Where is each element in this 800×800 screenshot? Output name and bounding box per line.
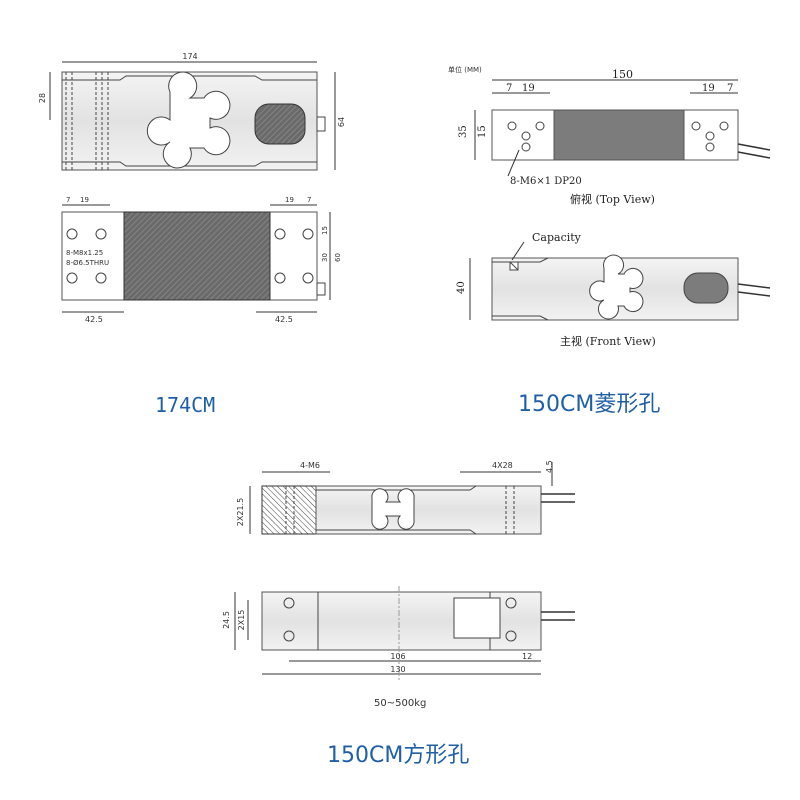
drawing-150-diamond-front-view	[469, 241, 771, 321]
drawing-150-square-top-view	[234, 586, 575, 680]
dim-150s-span: 106	[390, 652, 405, 661]
dim-150s-inner-width: 2X15	[237, 610, 246, 631]
dim-150d-pitch-a-left: 7	[506, 83, 512, 94]
dim-174-outer-width: 60	[334, 253, 342, 262]
drawing-150-diamond-top-view	[474, 79, 771, 177]
drawing-174-top-view	[61, 204, 331, 313]
dim-174-width: 64	[337, 117, 346, 127]
note-174-thread: 8-M8x1.25	[66, 249, 103, 257]
dim-174-pitch-a-right: 7	[307, 196, 311, 204]
drawing-174-front-view	[49, 61, 336, 171]
dim-150d-pitch-a-right: 7	[727, 83, 733, 94]
dim-150s-edge: 12	[522, 652, 532, 661]
note-150s-thread: 4-M6	[300, 461, 320, 470]
dim-150d-edge: 15	[477, 125, 488, 138]
dim-150s-offset: 4.5	[545, 460, 554, 473]
dim-174-span-right: 42.5	[275, 315, 293, 324]
note-150s-slot: 4X28	[492, 461, 513, 470]
dim-150d-pitch-b-left: 19	[522, 83, 535, 94]
dim-150s-length: 130	[390, 665, 405, 674]
note-174-hole: 8-Ø6.5THRU	[66, 259, 109, 267]
label-150s-range: 50~500kg	[374, 698, 426, 709]
dim-174-height: 28	[38, 93, 47, 103]
dim-174-length: 174	[182, 52, 197, 61]
dim-150d-length: 150	[612, 68, 633, 81]
caption-174cm: 174CM	[155, 393, 216, 417]
caption-150cm-square: 150CM方形孔	[327, 743, 470, 768]
dim-150d-width: 35	[458, 125, 469, 138]
dim-174-edge: 15	[321, 226, 329, 235]
dim-150d-unit-label: 单位 (MM)	[448, 65, 482, 74]
dim-174-inner-width: 30	[321, 253, 329, 262]
dim-150s-width: 24.5	[222, 611, 231, 629]
label-150d-capacity: Capacity	[532, 231, 582, 244]
dim-174-pitch-b-right: 19	[285, 196, 294, 204]
drawing-150-square-front-view	[249, 462, 575, 535]
label-150d-top-view: 俯视 (Top View)	[570, 192, 655, 206]
dim-174-pitch-b-left: 19	[80, 196, 89, 204]
dim-174-pitch-a-left: 7	[66, 196, 70, 204]
dim-174-span-left: 42.5	[85, 315, 103, 324]
label-150d-front-view: 主视 (Front View)	[560, 334, 656, 348]
caption-150cm-diamond: 150CM菱形孔	[518, 392, 661, 417]
dim-150d-height: 40	[456, 281, 467, 294]
note-150d-thread: 8-M6×1 DP20	[510, 176, 582, 187]
dim-150s-side: 2X21.5	[236, 498, 245, 526]
dim-150d-pitch-b-right: 19	[702, 83, 715, 94]
